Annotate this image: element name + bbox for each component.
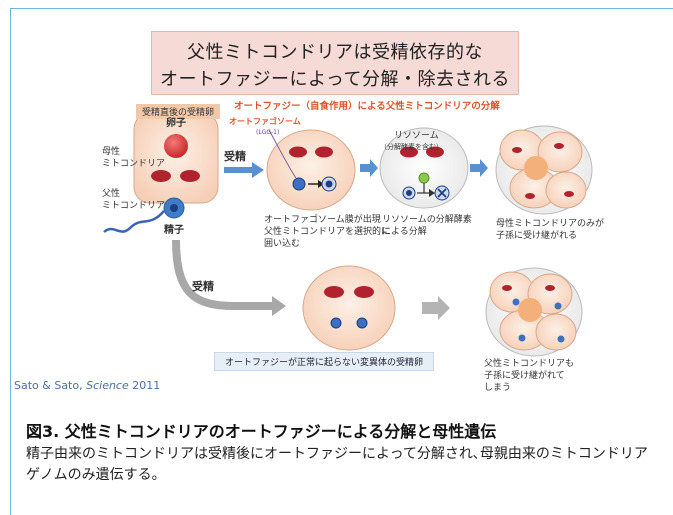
mutant-desc-1: 父性ミトコンドリアも [484,359,575,369]
figure-credit: Sato & Sato, Science 2011 [14,379,160,392]
autophagosome-step1 [292,177,306,191]
mutant-zygote [302,265,396,351]
oocyte-nucleus [164,134,188,158]
frame-left-line [10,8,11,515]
mito-step2 [426,146,444,158]
frame-top-line [10,8,673,9]
maternal-mitochondrion [180,170,200,182]
maternal-mitochondrion [151,170,171,182]
maternal-mito-label-2: ミトコンドリア [102,159,166,169]
mito-step1 [289,146,307,158]
credit-journal: Science [86,379,129,392]
fertilization-bottom-label: 受精 [192,280,214,293]
caption-title: 図3. 父性ミトコンドリアのオートファジーによる分解と母性遺伝 [26,422,497,441]
sperm-tail [103,210,165,234]
mutant-zygote-label: オートファジーが正常に起らない変異体の受精卵 [214,352,435,371]
embryo-cell [537,131,583,173]
arrow-mutant [422,296,450,320]
zygote-step1 [266,129,356,211]
lysosome [418,172,430,184]
maternal-mito-label-1: 母性 [102,147,121,157]
fertilization-top-label: 受精 [224,150,246,163]
mutant-desc-3: しまう [484,383,512,393]
figure-title-box: 父性ミトコンドリアは受精依存的な オートファジーによって分解・除去される [151,31,519,95]
paternal-mito-label-1: 父性 [102,189,121,199]
oocyte-label: 卵子 [166,118,186,129]
mito-step2 [400,146,418,158]
mutant-desc-2: 子孫に受け継がれて [484,371,565,381]
step2-desc-1: リソソームの分解酵素 [382,215,472,225]
sperm-label: 精子 [164,225,184,236]
figure-title-line2: オートファジーによって分解・除去される [159,69,511,90]
step2-desc-2: による分解 [382,227,427,237]
step1-desc-2: 父性ミトコンドリアを選択的に [264,227,391,237]
lysosome-sub-label: （分解酵素を含む） [380,143,443,151]
arrow-step1-2 [360,159,378,177]
figure-title-line1: 父性ミトコンドリアは受精依存的な [187,42,483,63]
autophagosome-label: オートファゴソーム [229,117,301,126]
embryo-cell [545,171,587,209]
arrow-step2-3 [470,159,488,177]
step1-desc-1: オートファゴソーム膜が出現 [264,215,381,225]
step3-desc-2: 子孫に受け継がれる [496,231,578,241]
arrow-head [252,162,264,178]
sperm-nucleus [170,204,178,212]
credit-year: 2011 [128,379,161,392]
autophagosome-sub-label: (LGG-1) [256,129,280,136]
credit-authors: Sato & Sato, [14,379,87,392]
zygote-header: 受精直後の受精卵 [136,104,221,119]
lysosome-label: リソソーム [394,131,439,141]
diagram-graphics [103,112,593,357]
paternal-mito-label-2: ミトコンドリア [102,201,166,211]
caption-body: 精子由来のミトコンドリアは受精後にオートファジーによって分解され､母親由来のミト… [26,446,648,483]
pointer-autophagosome [268,129,297,179]
figure: 父性ミトコンドリアは受精依存的な オートファジーによって分解・除去される 受精直… [14,18,612,393]
mito-step1 [315,146,333,158]
step3-desc-1: 母性ミトコンドリアのみが [496,219,605,229]
arrow-fertilization-bottom [172,239,272,310]
autophagy-header: オートファジー（自食作用）による父性ミトコンドリアの分解 [234,101,500,112]
step1-desc-3: 囲い込む [264,239,301,249]
